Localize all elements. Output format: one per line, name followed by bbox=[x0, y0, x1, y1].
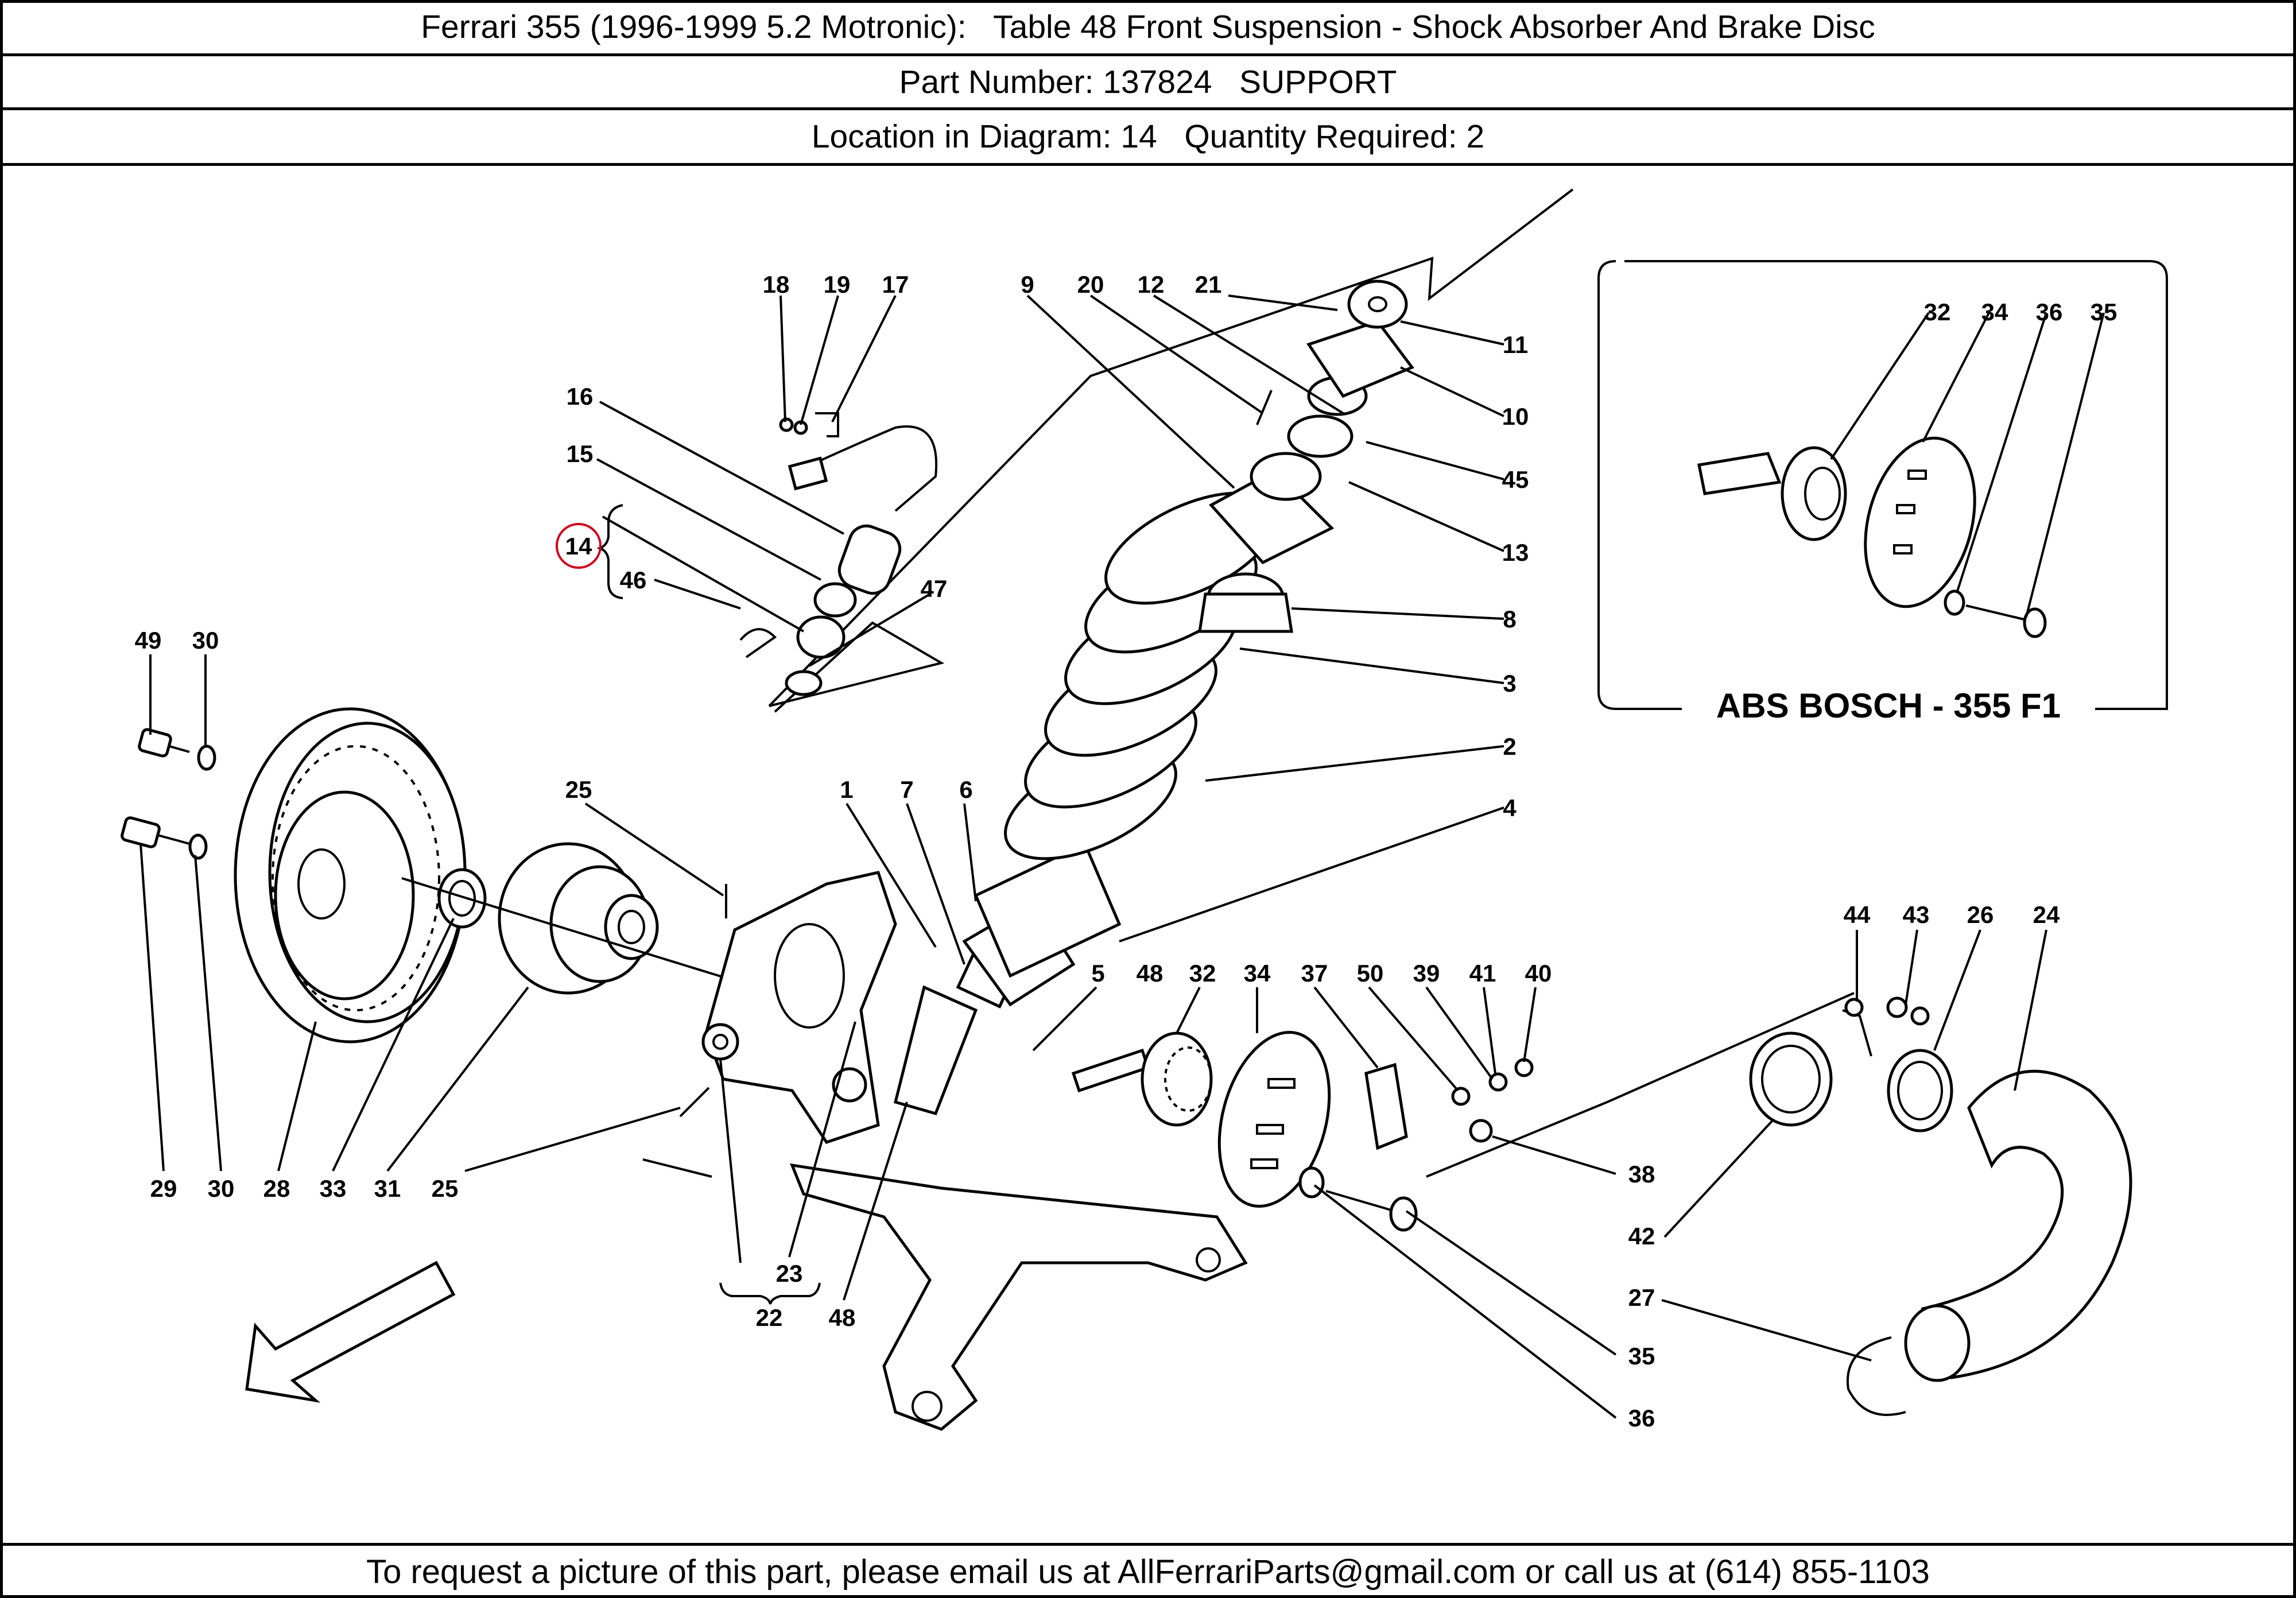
callout-label: 27 bbox=[1628, 1284, 1655, 1311]
callout-label: 39 bbox=[1413, 960, 1440, 987]
callout-label: 5 bbox=[1091, 960, 1104, 987]
callout-label: 11 bbox=[1503, 331, 1528, 358]
top-mount-9 bbox=[1209, 280, 1414, 565]
callout-label: 29 bbox=[150, 1175, 177, 1202]
coil-spring bbox=[1004, 491, 1278, 860]
location-line: Location in Diagram: 14 Quantity Require… bbox=[0, 110, 2296, 166]
lower-wishbone bbox=[790, 1163, 1248, 1431]
bump-stop-8 bbox=[1198, 572, 1293, 633]
drive-shaft-tone-ring bbox=[1071, 1031, 1213, 1127]
upright-knuckle bbox=[701, 871, 897, 1144]
callout-label: 15 bbox=[567, 440, 594, 467]
callout-label: 45 bbox=[1502, 466, 1529, 493]
front-direction-arrow bbox=[245, 1260, 456, 1403]
bracket-37 bbox=[1364, 1062, 1408, 1150]
callout-label: 49 bbox=[135, 627, 162, 654]
contact-footer: To request a picture of this part, pleas… bbox=[0, 1543, 2296, 1598]
callout-label: 8 bbox=[1503, 606, 1516, 633]
inset-callout-label: 35 bbox=[2091, 298, 2117, 325]
callout-label: 36 bbox=[1628, 1405, 1655, 1432]
callout-label: 44 bbox=[1844, 901, 1871, 928]
callout-label: 47 bbox=[921, 575, 948, 602]
callout-label: 19 bbox=[824, 271, 851, 298]
callout-label: 34 bbox=[1244, 960, 1271, 987]
bolt-35 bbox=[1298, 1166, 1418, 1232]
callout-labels: 18 19 17 9 20 12 21 11 10 45 13 8 3 2 4 … bbox=[135, 271, 2117, 1432]
callout-label: 38 bbox=[1628, 1161, 1655, 1188]
brake-disc bbox=[234, 707, 467, 1044]
callout-label: 18 bbox=[763, 271, 790, 298]
brake-cooling-duct bbox=[1749, 996, 2132, 1416]
inset-callout-label: 34 bbox=[1981, 298, 2008, 325]
callout-label: 31 bbox=[374, 1175, 401, 1202]
callout-label: 42 bbox=[1628, 1223, 1655, 1250]
part-number-line: Part Number: 137824 SUPPORT bbox=[0, 56, 2296, 110]
callout-label: 24 bbox=[2033, 901, 2060, 928]
callout-label: 10 bbox=[1502, 403, 1529, 430]
callout-label: 12 bbox=[1138, 271, 1165, 298]
explode-line bbox=[769, 621, 945, 713]
inset-callout-label: 32 bbox=[1924, 298, 1951, 325]
callout-label: 41 bbox=[1469, 960, 1496, 987]
callout-label: 32 bbox=[1189, 960, 1216, 987]
seal-33 bbox=[437, 868, 487, 929]
callout-label: 4 bbox=[1503, 794, 1517, 821]
callout-label: 22 bbox=[756, 1304, 783, 1331]
abs-inset-title: ABS BOSCH - 355 F1 bbox=[1716, 686, 2061, 725]
callout-label: 28 bbox=[263, 1175, 290, 1202]
callout-label: 48 bbox=[1137, 960, 1163, 987]
callout-label: 37 bbox=[1301, 960, 1328, 987]
callout-label: 9 bbox=[1021, 271, 1034, 298]
abs-sensor-assembly bbox=[739, 412, 938, 696]
wheel-hub-31 bbox=[498, 842, 659, 995]
callout-label: 17 bbox=[882, 271, 909, 298]
callout-label: 43 bbox=[1903, 901, 1930, 928]
callout-label: 14 bbox=[565, 533, 592, 560]
callout-label: 16 bbox=[567, 383, 594, 410]
callout-label: 1 bbox=[840, 776, 853, 803]
explode-line bbox=[768, 188, 1574, 707]
callout-label: 25 bbox=[565, 776, 592, 803]
stud-20 bbox=[1256, 390, 1273, 425]
callout-label: 26 bbox=[1967, 901, 1994, 928]
callout-label: 46 bbox=[620, 567, 647, 594]
callout-label: 25 bbox=[432, 1175, 459, 1202]
callout-label: 40 bbox=[1525, 960, 1552, 987]
callout-label: 30 bbox=[208, 1175, 235, 1202]
callout-label: 7 bbox=[900, 776, 913, 803]
sensor-plate-34 bbox=[1217, 1030, 1331, 1208]
abs-inset: ABS BOSCH - 355 F1 bbox=[1597, 260, 2168, 725]
leader-lines bbox=[139, 294, 2105, 1419]
explode-line bbox=[1426, 992, 1855, 1178]
callout-label: 30 bbox=[192, 627, 219, 654]
explode-line bbox=[642, 1158, 712, 1178]
callout-label: 33 bbox=[320, 1175, 347, 1202]
callout-label: 13 bbox=[1502, 539, 1529, 566]
highlight-circle bbox=[556, 523, 602, 569]
callout-label: 20 bbox=[1077, 271, 1104, 298]
callout-label: 6 bbox=[959, 776, 972, 803]
callout-label: 21 bbox=[1195, 271, 1222, 298]
page-title: Ferrari 355 (1996-1999 5.2 Motronic): Ta… bbox=[0, 0, 2296, 56]
inset-callout-label: 36 bbox=[2036, 298, 2063, 325]
shock-absorber bbox=[893, 841, 1122, 1116]
callout-label: 2 bbox=[1503, 733, 1516, 760]
callout-label: 3 bbox=[1503, 670, 1516, 697]
bolt-49 bbox=[138, 728, 216, 771]
callout-label: 50 bbox=[1357, 960, 1384, 987]
callout-label: 35 bbox=[1628, 1343, 1655, 1370]
bolt-29 bbox=[121, 816, 208, 860]
callout-label: 48 bbox=[829, 1304, 856, 1331]
group-brace-22 bbox=[719, 1282, 821, 1305]
callout-label: 23 bbox=[776, 1260, 803, 1287]
exploded-parts-diagram: ABS BOSCH - 355 F1 bbox=[121, 188, 2168, 1432]
